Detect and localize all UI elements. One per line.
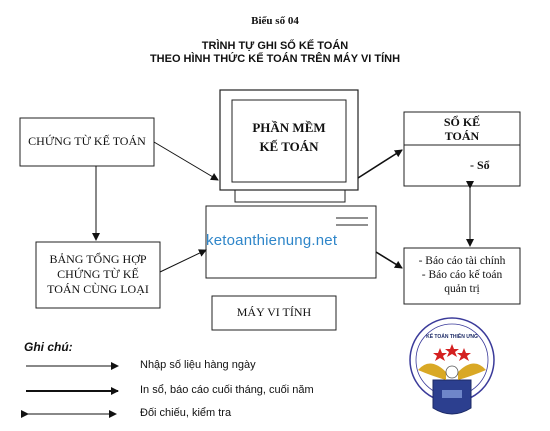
reports-line-1: - Báo cáo tài chính (418, 255, 506, 267)
summary-line-2: CHỨNG TỪ KẾ (57, 267, 139, 281)
ledger-box (403, 111, 521, 187)
diagram-title: TRÌNH TỰ GHI SỔ KẾ TOÁN THEO HÌNH THỨC K… (0, 40, 550, 66)
logo-caption: KẾ TOÁN THIÊN ƯNG (426, 334, 478, 340)
ledger-sub-label: - Sổ (470, 158, 490, 172)
reports-box (403, 247, 521, 305)
system-unit (205, 205, 377, 279)
summary-table-box (35, 241, 161, 309)
diagram-label: Biểu số 04 (251, 15, 299, 27)
computer-label: MÁY VI TÍNH (236, 305, 312, 319)
title-line-1: TRÌNH TỰ GHI SỔ KẾ TOÁN (201, 40, 349, 52)
source-docs-label: CHỨNG TỪ KẾ TOÁN (28, 134, 146, 148)
software-line-1: PHẦN MỀM (252, 120, 326, 135)
monitor-base (234, 189, 346, 203)
summary-line-3: TOÁN CÙNG LOẠI (47, 282, 149, 296)
summary-table-label: BẢNG TỔNG HỢP CHỨNG TỪ KẾ TOÁN CÙNG LOẠI (36, 252, 160, 297)
legend-item-print: In sổ, báo cáo cuối tháng, cuối năm (140, 384, 314, 396)
ledger-line-2: TOÁN (444, 129, 480, 143)
legend-heading: Ghi chú: (24, 340, 73, 354)
arrow-software-to-ledger (357, 149, 403, 179)
logo-emblem (409, 317, 495, 415)
ledger-line-1: SỔ KẾ (443, 115, 481, 129)
monitor-screen (231, 99, 347, 183)
watermark-text: ketoanthienung.net (206, 232, 338, 249)
arrow-summary-to-computer (159, 249, 207, 273)
legend-item-entry: Nhập số liệu hàng ngày (140, 359, 256, 371)
software-line-2: KẾ TOÁN (259, 139, 319, 154)
ledger-label: SỔ KẾ TOÁN (404, 115, 520, 143)
arrow-computer-to-reports (375, 251, 403, 269)
software-label: PHẦN MỀM KẾ TOÁN (232, 118, 346, 156)
legend-item-check: Đối chiếu, kiểm tra (140, 407, 232, 419)
reports-label: - Báo cáo tài chính - Báo cáo kế toán qu… (404, 254, 520, 296)
arrow-docs-to-software (153, 141, 219, 181)
title-line-2: THEO HÌNH THỨC KẾ TOÁN TRÊN MÁY VI TÍNH (149, 53, 401, 65)
reports-line-3: quản trị (444, 283, 480, 295)
reports-line-2: - Báo cáo kế toán (421, 269, 503, 281)
computer-label-box (211, 295, 337, 331)
summary-line-1: BẢNG TỔNG HỢP (49, 252, 147, 266)
